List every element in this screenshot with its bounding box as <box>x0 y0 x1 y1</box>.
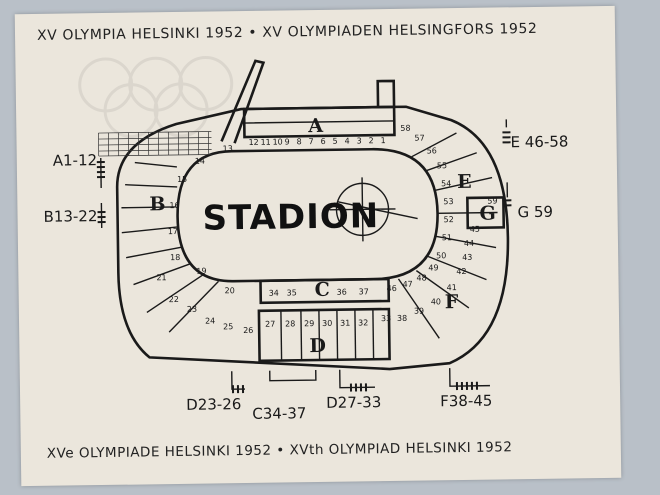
section-number: 11 <box>260 138 270 147</box>
section-number: 25 <box>223 322 233 331</box>
section-number: 17 <box>168 227 178 236</box>
section-number: 22 <box>169 295 179 304</box>
section-number: 53 <box>443 197 453 206</box>
field-cross-h <box>329 208 396 211</box>
section-number: 19 <box>196 267 206 276</box>
stand-label-e: E <box>457 171 472 193</box>
stand-c-block <box>259 277 391 305</box>
section-number: 26 <box>243 326 253 335</box>
stand-a-sections: 12 11 10 9 8 7 6 5 4 3 2 1 <box>248 136 385 147</box>
section-number: 29 <box>304 319 314 328</box>
section-number: 59 <box>487 196 497 205</box>
section-number: 12 <box>248 138 258 147</box>
section-number: 4 <box>344 137 349 146</box>
section-number: 31 <box>340 319 350 328</box>
section-number: 28 <box>285 319 295 328</box>
section-number: 30 <box>322 319 332 328</box>
section-number: 24 <box>205 316 215 325</box>
section-number: 18 <box>170 253 180 262</box>
section-number: 5 <box>332 137 337 146</box>
stand-label-c: C <box>314 279 329 301</box>
stand-d-sections: 27 28 29 30 31 32 <box>265 318 368 328</box>
gate-ticks <box>96 131 512 394</box>
section-number: 33 <box>381 314 391 323</box>
section-number: 2 <box>368 136 373 145</box>
section-number: 39 <box>414 307 424 316</box>
gate-label-f: F38-45 <box>440 392 492 411</box>
section-number: 51 <box>442 233 452 242</box>
stand-label-b: B <box>149 193 165 215</box>
gate-label-c: C34-37 <box>252 404 306 423</box>
section-number: 46 <box>387 284 397 293</box>
section-number: 7 <box>308 137 313 146</box>
section-number: 41 <box>447 283 457 292</box>
track-center-line <box>337 201 418 220</box>
stadium-label: STADION <box>202 196 379 238</box>
section-number: 50 <box>436 251 446 260</box>
section-number: 44 <box>464 239 474 248</box>
section-number: 58 <box>400 124 410 133</box>
section-number: 13 <box>223 144 233 153</box>
stand-g-box <box>466 196 506 230</box>
gate-label-e: E 46-58 <box>510 132 568 151</box>
section-number: 38 <box>397 314 407 323</box>
section-number: 34 <box>269 289 279 298</box>
footer-right: XVth OLYMPIAD HELSINKI 1952 <box>289 439 513 459</box>
net-area <box>98 131 212 157</box>
section-number: 54 <box>441 179 451 188</box>
section-number: 37 <box>359 287 369 296</box>
section-number: 8 <box>296 137 301 146</box>
gate-lines <box>100 119 509 390</box>
stand-d-block <box>257 307 391 363</box>
stadium-outer-wall <box>115 105 510 371</box>
section-number: 43 <box>462 253 472 262</box>
stand-c-sections: 34 35 36 37 <box>269 287 369 297</box>
gate-label-g: G 59 <box>517 203 553 221</box>
stand-label-a: A <box>307 115 323 137</box>
section-number: 35 <box>287 288 297 297</box>
stand-a-seats <box>243 120 396 138</box>
section-number: 57 <box>414 134 424 143</box>
section-number: 48 <box>416 273 426 282</box>
section-number: 47 <box>402 280 412 289</box>
section-number: 40 <box>431 297 441 306</box>
section-number: 27 <box>265 320 275 329</box>
watermark-rings <box>78 56 234 139</box>
section-number: 14 <box>195 157 205 166</box>
footer-separator: • <box>276 442 285 459</box>
gate-label-b: B13-22 <box>43 207 97 226</box>
section-number: 36 <box>337 288 347 297</box>
section-number: 42 <box>456 267 466 276</box>
gate-label-d-left: D23-26 <box>186 395 241 414</box>
section-number: 49 <box>428 263 438 272</box>
section-number: 16 <box>169 201 179 210</box>
stand-label-g: G <box>479 203 496 225</box>
section-number: 6 <box>320 137 325 146</box>
section-number: 45 <box>470 225 480 234</box>
section-number: 1 <box>380 136 385 145</box>
section-number: 23 <box>187 305 197 314</box>
stand-label-d: D <box>309 335 326 357</box>
section-number: 32 <box>358 318 368 327</box>
section-number: 56 <box>427 146 437 155</box>
section-number: 55 <box>437 161 447 170</box>
bowl-sections: 13 14 15 16 17 18 19 20 21 22 23 24 25 2… <box>156 124 497 335</box>
section-number: 3 <box>356 136 361 145</box>
stand-d-dividers <box>280 309 375 361</box>
stadium-map: STADION A B C D E F G A1-12 B13-22 D23-2… <box>43 56 569 423</box>
stand-label-f: F <box>445 291 459 313</box>
stand-dividers-left <box>121 161 219 333</box>
section-number: 15 <box>177 175 187 184</box>
section-number: 9 <box>284 137 289 146</box>
section-number: 10 <box>272 137 282 146</box>
section-number: 52 <box>444 215 454 224</box>
ticket: XV OLYMPIA HELSINKI 1952 • XV OLYMPIADEN… <box>14 5 622 487</box>
section-number: 21 <box>156 273 166 282</box>
gate-label-d-right: D27-33 <box>326 393 381 412</box>
right-tower <box>376 79 396 108</box>
section-number: 20 <box>225 286 235 295</box>
footer-left: XVe OLYMPIADE HELSINKI 1952 <box>46 442 272 462</box>
tower <box>220 59 266 144</box>
gate-label-a: A1-12 <box>53 151 98 170</box>
